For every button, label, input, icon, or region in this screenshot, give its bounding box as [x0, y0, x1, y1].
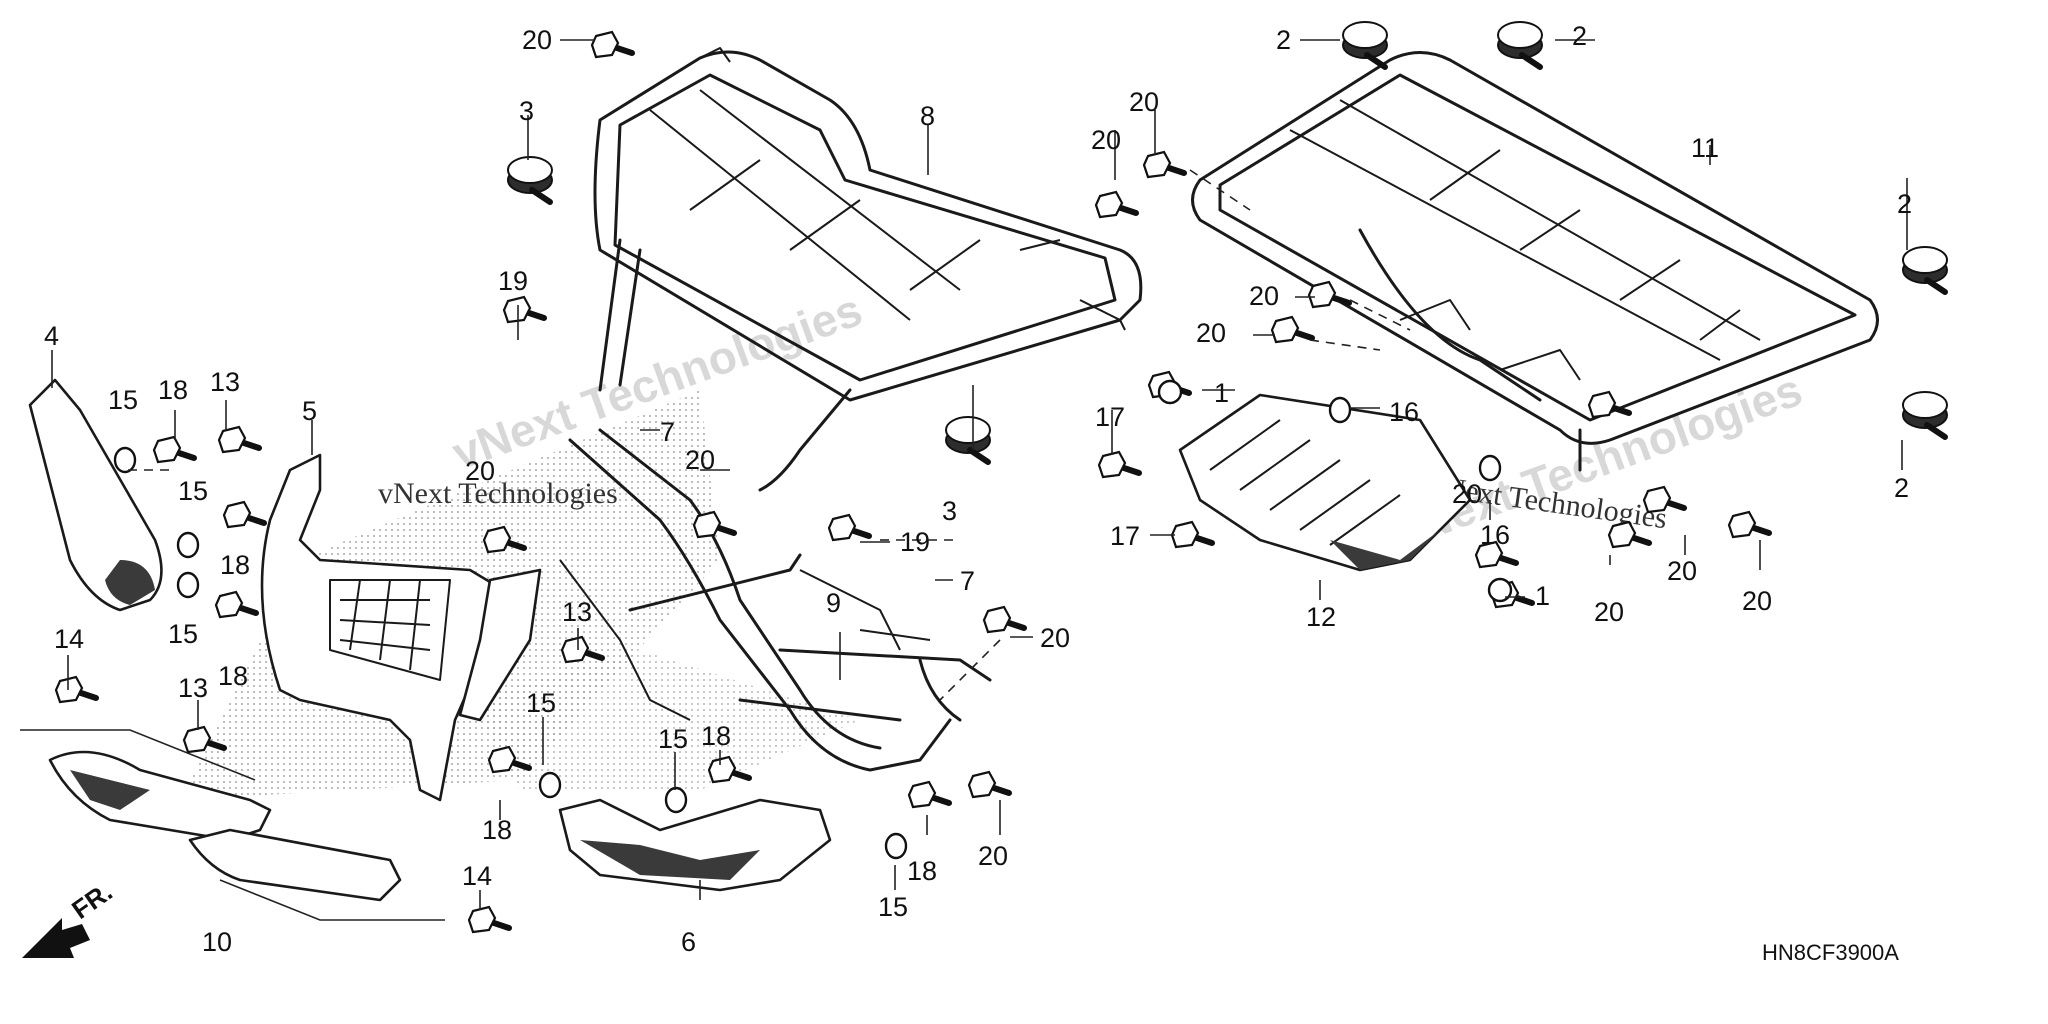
diagram-code: HN8CF3900A — [1762, 940, 1899, 965]
callout-2: 2 — [1894, 473, 1909, 503]
callout-20: 20 — [1594, 597, 1624, 627]
callout-15: 15 — [878, 892, 908, 922]
callout-10: 10 — [202, 927, 232, 957]
callout-13: 13 — [210, 367, 240, 397]
side-cover-4 — [28, 378, 163, 612]
callout-2: 2 — [1572, 21, 1587, 51]
callout-19: 19 — [900, 527, 930, 557]
grommet-2-d — [1903, 392, 1947, 437]
fasteners — [56, 32, 1769, 932]
callout-15: 15 — [168, 619, 198, 649]
grommet-3-b — [946, 417, 990, 462]
callout-16: 16 — [1389, 397, 1419, 427]
callout-17: 17 — [1110, 521, 1140, 551]
callout-15: 15 — [658, 724, 688, 754]
grommet-2-c — [1903, 247, 1947, 292]
callout-3: 3 — [519, 96, 534, 126]
grommet-2-a — [1343, 22, 1387, 67]
callout-15: 15 — [526, 688, 556, 718]
callout-18: 18 — [701, 721, 731, 751]
side-guard-6 — [558, 798, 832, 892]
skid-plate-12 — [1178, 393, 1472, 572]
front-grille-5 — [260, 453, 542, 802]
callout-7: 7 — [960, 566, 975, 596]
callout-15: 15 — [108, 385, 138, 415]
callout-18: 18 — [218, 661, 248, 691]
callout-20: 20 — [685, 445, 715, 475]
callout-20: 20 — [522, 25, 552, 55]
callout-20: 20 — [978, 841, 1008, 871]
callout-14: 14 — [54, 624, 84, 654]
callout-3: 3 — [942, 496, 957, 526]
callout-18: 18 — [220, 550, 250, 580]
callout-20: 20 — [465, 456, 495, 486]
callout-9: 9 — [826, 588, 841, 618]
front-carrier-8 — [593, 47, 1143, 492]
callout-13: 13 — [562, 597, 592, 627]
callout-20: 20 — [1742, 586, 1772, 616]
grommet-2-b — [1498, 22, 1542, 67]
callout-16: 16 — [1480, 520, 1510, 550]
lower-fender-10 — [48, 750, 402, 902]
callout-20: 20 — [1452, 479, 1482, 509]
callout-1: 1 — [1535, 581, 1550, 611]
callout-20: 20 — [1249, 281, 1279, 311]
leader-lines — [20, 39, 1908, 921]
callout-12: 12 — [1306, 602, 1336, 632]
callout-14: 14 — [462, 861, 492, 891]
callout-4: 4 — [44, 321, 59, 351]
callout-18: 18 — [907, 856, 937, 886]
callout-18: 18 — [158, 375, 188, 405]
callout-20: 20 — [1091, 125, 1121, 155]
callout-18: 18 — [482, 815, 512, 845]
callout-13: 13 — [178, 673, 208, 703]
callout-19: 19 — [498, 266, 528, 296]
callout-20: 20 — [1040, 623, 1070, 653]
callout-8: 8 — [920, 101, 935, 131]
callout-15: 15 — [178, 476, 208, 506]
callout-20: 20 — [1129, 87, 1159, 117]
callout-20: 20 — [1196, 318, 1226, 348]
callout-6: 6 — [681, 927, 696, 957]
callout-11: 11 — [1691, 133, 1719, 163]
callout-2: 2 — [1276, 25, 1291, 55]
front-direction-label: FR. — [66, 876, 118, 925]
rear-carrier-11 — [1191, 51, 1879, 472]
callout-7: 7 — [660, 417, 675, 447]
callout-20: 20 — [1667, 556, 1697, 586]
callout-17: 17 — [1095, 402, 1125, 432]
front-direction-arrow: FR. — [22, 876, 118, 958]
callout-5: 5 — [302, 396, 317, 426]
callout-1: 1 — [1214, 378, 1229, 408]
grommet-3-a — [508, 157, 552, 202]
callout-labels: 20 3 8 19 4 15 18 13 5 7 20 20 15 18 15 … — [44, 21, 1912, 957]
callout-2: 2 — [1897, 189, 1912, 219]
watermark-text-2: vNext Technologies — [378, 477, 618, 510]
